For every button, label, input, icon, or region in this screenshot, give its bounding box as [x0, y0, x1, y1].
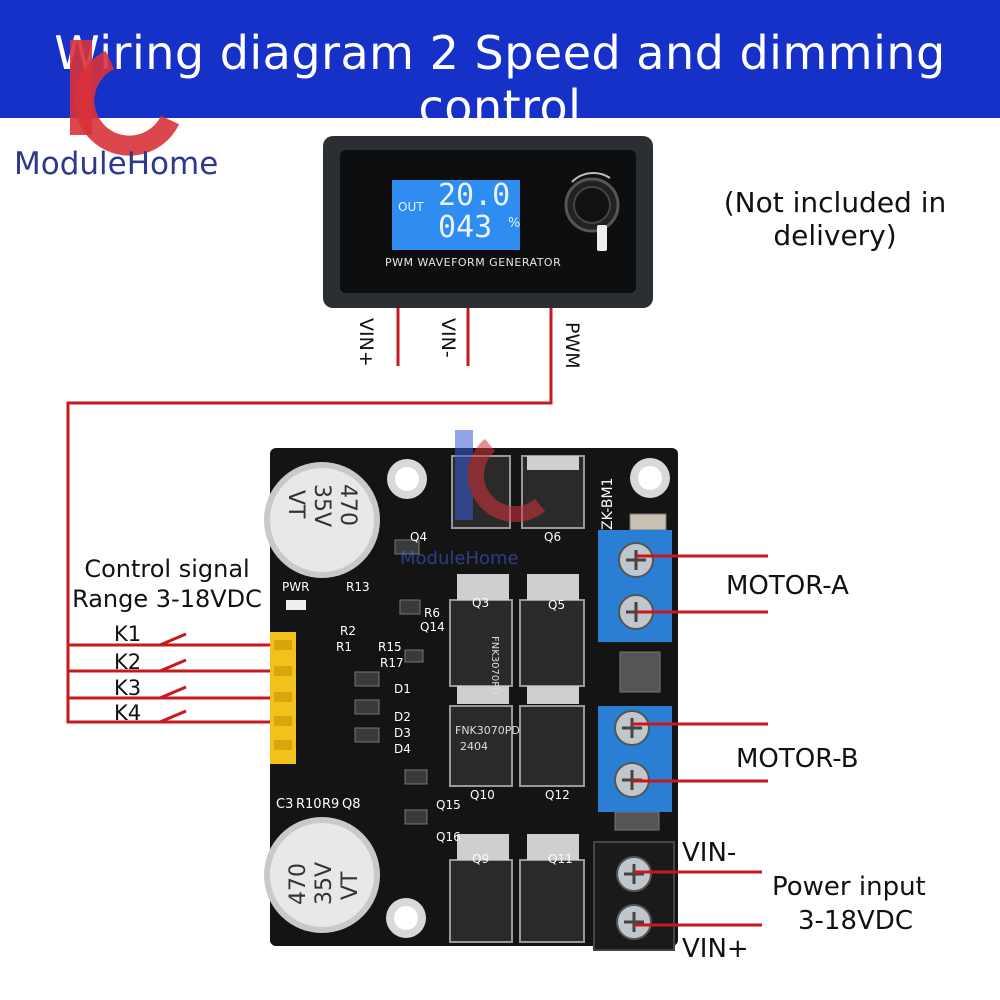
mosfet-tabs — [457, 456, 579, 860]
controller-button — [597, 225, 607, 251]
silk-q15: Q15 — [436, 798, 461, 812]
silk-r6: R6 — [424, 606, 440, 620]
switch-k4-label: K4 — [114, 701, 142, 725]
silk-q8: Q8 — [342, 797, 361, 812]
pwr-label: PWR — [282, 580, 310, 594]
silk-q6: Q6 — [544, 530, 562, 544]
controller-wires — [66, 308, 553, 724]
output-wires — [632, 554, 768, 927]
vin-plus-label: VIN+ — [682, 934, 749, 964]
power-input-label: Power input — [772, 872, 926, 902]
pin-vin-minus-label: VIN- — [437, 318, 459, 358]
capacitor-top — [264, 462, 380, 578]
cap-bottom-voltage: 35V — [312, 861, 337, 905]
silk-d3: D3 — [394, 726, 411, 740]
silk-d1: D1 — [394, 682, 411, 696]
motor-b-label: MOTOR-B — [736, 744, 859, 774]
silk-q11: Q11 — [548, 852, 573, 866]
cap-top-voltage: 35V — [309, 484, 334, 528]
pin-vin-plus-label: VIN+ — [355, 318, 377, 367]
silk-c3: C3 — [276, 797, 294, 812]
silk-q14: Q14 — [420, 620, 445, 634]
controller-device-label: PWM WAVEFORM GENERATOR — [385, 256, 562, 269]
pwr-led — [286, 600, 306, 610]
silk-r2: R2 — [340, 624, 356, 638]
smd-parts — [354, 513, 667, 831]
power-terminal — [593, 841, 675, 951]
silk-q16: Q16 — [436, 830, 461, 844]
board-model-label: ZK-BM1 — [600, 477, 616, 530]
motor-b-terminal — [598, 706, 672, 812]
silk-r1: R1 — [336, 640, 352, 654]
cap-top-series: VT — [283, 490, 308, 519]
vin-minus-label: VIN- — [682, 838, 737, 868]
switch-k2-label: K2 — [114, 650, 142, 674]
lcd-screen — [392, 180, 520, 250]
pin-pwm-label: PWM — [561, 322, 583, 369]
watermark-logo-icon — [455, 430, 546, 523]
motor-a-label: MOTOR-A — [726, 571, 849, 601]
brand-logo-text: ModuleHome — [14, 146, 219, 182]
power-input-range: 3-18VDC — [798, 906, 913, 936]
silk-r9: R9 — [322, 797, 340, 812]
silk-r17: R17 — [380, 656, 404, 670]
silk-d4: D4 — [394, 742, 411, 756]
capacitor-bottom — [264, 817, 380, 933]
cap-bottom-value: 470 — [286, 863, 311, 905]
switch-k3-label: K3 — [114, 676, 142, 700]
cap-bottom-series: VT — [338, 871, 363, 901]
mosfet-date-2: 2404 — [460, 740, 488, 753]
silk-q3: Q3 — [472, 596, 490, 610]
watermark-text: ModuleHome — [400, 548, 519, 569]
silk-q12: Q12 — [545, 788, 570, 802]
motor-a-terminal — [598, 530, 672, 642]
lcd-unit: % — [508, 216, 521, 231]
silk-q9: Q9 — [472, 852, 490, 866]
switch-k1-label: K1 — [114, 622, 142, 646]
lcd-out-label: OUT — [398, 200, 424, 214]
silk-r10: R10 — [296, 797, 322, 812]
lcd-line-2: 043 — [438, 210, 493, 245]
silk-d2: D2 — [394, 710, 411, 724]
lcd-line-1: 20.0 — [438, 178, 511, 213]
switch-contacts — [159, 632, 272, 724]
cap-top-value: 470 — [335, 484, 360, 526]
brand-logo-icon — [70, 40, 180, 156]
control-signal-label: Control signal Range 3-18VDC — [72, 555, 262, 613]
silk-q5: Q5 — [548, 598, 566, 612]
silk-r15: R15 — [378, 640, 402, 654]
page-title: Wiring diagram 2 Speed and dimming contr… — [54, 26, 946, 134]
silk-q10: Q10 — [470, 788, 495, 802]
silk-q4: Q4 — [410, 530, 428, 544]
silk-r13: R13 — [346, 580, 370, 594]
title-banner — [0, 0, 1000, 118]
mosfet-part-1: FNK3070PD — [489, 636, 500, 695]
not-included-note: (Not included in delivery) — [723, 186, 947, 252]
mosfet-part-2: FNK3070PD — [455, 724, 520, 737]
